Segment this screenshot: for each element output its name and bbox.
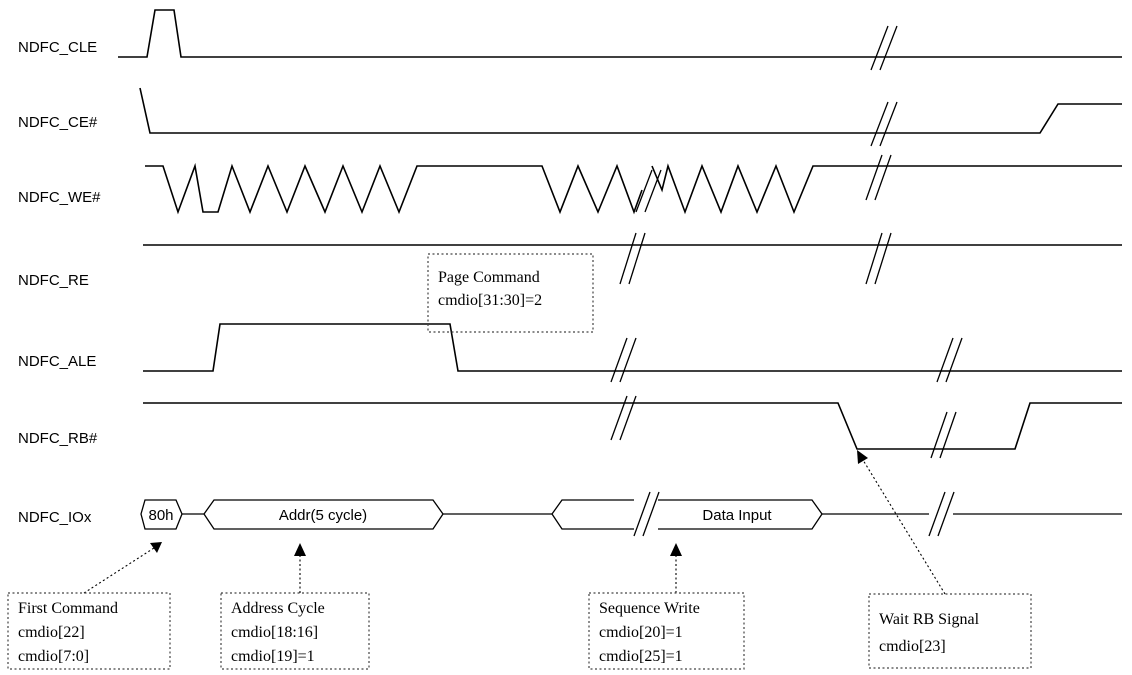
address-cycle-annotation: Address Cycle cmdio[18:16] cmdio[19]=1 bbox=[220, 543, 370, 670]
ale-waveform bbox=[143, 323, 1122, 372]
sequence-write-line-2: cmdio[20]=1 bbox=[599, 624, 683, 641]
ale-break-mark bbox=[610, 337, 637, 383]
signal-label-we: NDFC_WE# bbox=[18, 189, 101, 206]
first-command-line-1: First Command bbox=[18, 600, 118, 617]
ce-break-mark bbox=[870, 101, 898, 147]
io-break-mark-2 bbox=[928, 491, 955, 537]
we-break-mark bbox=[635, 169, 662, 213]
first-command-annotation: First Command cmdio[22] cmdio[7:0] bbox=[7, 542, 171, 670]
address-cycle-line-2: cmdio[18:16] bbox=[231, 624, 318, 641]
sequence-write-line-3: cmdio[25]=1 bbox=[599, 648, 683, 665]
wait-rb-line-2: cmdio[23] bbox=[879, 638, 946, 655]
io-break-mark bbox=[633, 491, 660, 537]
io-data-value: Data Input bbox=[702, 507, 772, 524]
first-command-line-3: cmdio[7:0] bbox=[18, 648, 89, 665]
cle-waveform bbox=[118, 9, 1122, 58]
wait-rb-annotation: Wait RB Signal cmdio[23] bbox=[857, 450, 1032, 669]
we-waveform-part2 bbox=[651, 163, 1122, 215]
signal-label-ce: NDFC_CE# bbox=[18, 114, 98, 131]
page-command-line-2: cmdio[31:30]=2 bbox=[438, 292, 542, 309]
sequence-write-line-1: Sequence Write bbox=[599, 600, 700, 617]
wait-rb-line-1: Wait RB Signal bbox=[879, 611, 980, 628]
re-break-mark-2 bbox=[865, 232, 892, 285]
re-break-mark bbox=[619, 232, 646, 285]
signal-label-ale: NDFC_ALE bbox=[18, 353, 96, 370]
page-command-line-1: Page Command bbox=[438, 269, 540, 286]
address-cycle-line-3: cmdio[19]=1 bbox=[231, 648, 315, 665]
ce-waveform bbox=[139, 87, 1122, 134]
io-cmd-value: 80h bbox=[148, 507, 173, 524]
io-addr-value: Addr(5 cycle) bbox=[279, 507, 367, 524]
page-command-annotation: Page Command cmdio[31:30]=2 bbox=[427, 253, 594, 333]
signal-label-re: NDFC_RE bbox=[18, 272, 89, 289]
address-cycle-line-1: Address Cycle bbox=[231, 600, 325, 617]
cle-break-mark bbox=[870, 25, 898, 71]
io-data-segment bbox=[551, 499, 823, 530]
signal-label-rb: NDFC_RB# bbox=[18, 430, 98, 447]
we-break-mark-2 bbox=[865, 154, 892, 201]
rb-break-mark bbox=[610, 395, 637, 441]
we-waveform-part1 bbox=[145, 162, 643, 215]
signal-label-io: NDFC_IOx bbox=[18, 509, 92, 526]
rb-break-mark-2 bbox=[930, 411, 957, 459]
sequence-write-annotation: Sequence Write cmdio[20]=1 cmdio[25]=1 bbox=[588, 543, 745, 670]
ale-break-mark-2 bbox=[936, 337, 963, 383]
signal-label-cle: NDFC_CLE bbox=[18, 39, 97, 56]
first-command-line-2: cmdio[22] bbox=[18, 624, 85, 641]
rb-waveform bbox=[143, 402, 1122, 450]
